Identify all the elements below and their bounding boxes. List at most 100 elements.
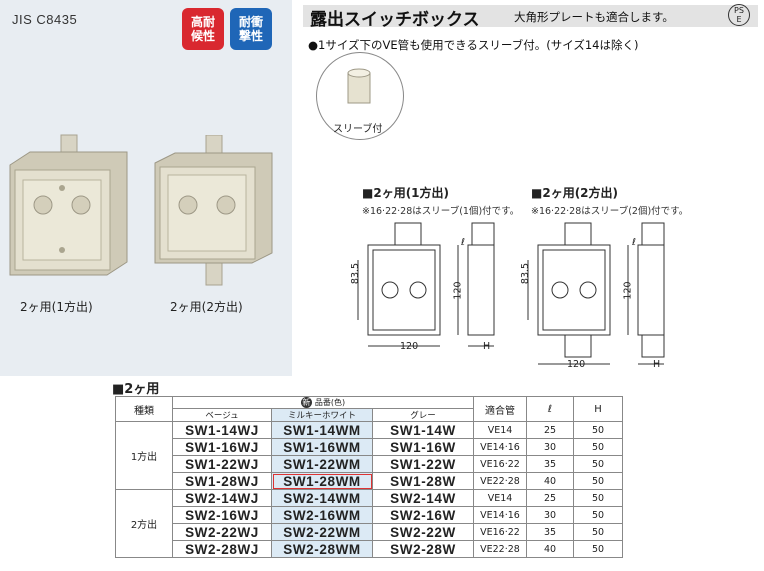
gray-cell: SW2-22W xyxy=(372,523,474,541)
drawing-1-depth: 120 xyxy=(452,281,464,300)
header-part-no: 新品番(色) xyxy=(172,396,474,409)
pipe-cell: VE22·28 xyxy=(473,540,527,558)
drawing-one-way xyxy=(357,222,495,347)
beige-cell: SW1-14WJ xyxy=(172,421,272,439)
box-one-way-image xyxy=(9,134,128,276)
header-part-no-label: 品番(色) xyxy=(314,398,346,407)
drawing-2-title: ■2ヶ用(2方出) xyxy=(531,186,619,200)
table-section-title: ■2ヶ用 xyxy=(112,382,160,397)
drawing-1-l: ℓ xyxy=(461,237,465,248)
h-cell: 50 xyxy=(573,472,623,490)
beige-cell: SW2-28WJ xyxy=(172,540,272,558)
sleeve-note: ●1サイズ下のVE管も使用できるスリーブ付。(サイズ14は除く) xyxy=(308,38,639,52)
badge-heat-text: 高耐 候性 xyxy=(190,15,215,43)
drawing-1-height: 83.5 xyxy=(350,262,362,285)
h-cell: 50 xyxy=(573,506,623,524)
gray-cell: SW1-16W xyxy=(372,438,474,456)
page-title: 露出スイッチボックス xyxy=(310,10,480,30)
gray-cell: SW1-28W xyxy=(372,472,474,490)
new-badge-icon: 新 xyxy=(300,397,312,408)
caption-two-way: 2ヶ用(2方出) xyxy=(170,300,243,314)
product-photo-panel: JIS C8435 高耐 候性 耐衝 撃性 2ヶ用(1方出) 2ヶ用(2方出) xyxy=(0,0,292,376)
pse-mark-icon: PS E xyxy=(728,4,750,26)
kind-cell: 1方出 xyxy=(115,421,173,490)
badge-impact-text: 耐衝 撃性 xyxy=(238,15,263,43)
drawing-2-h: H xyxy=(653,359,661,370)
sleeve-callout xyxy=(316,52,404,140)
drawing-2-l: ℓ xyxy=(632,237,636,248)
milky-cell: SW1-28WM xyxy=(271,472,373,490)
l-cell: 30 xyxy=(526,506,574,524)
h-cell: 50 xyxy=(573,489,623,507)
beige-cell: SW1-28WJ xyxy=(172,472,272,490)
milky-cell: SW1-16WM xyxy=(271,438,373,456)
milky-cell: SW2-22WM xyxy=(271,523,373,541)
beige-cell: SW1-16WJ xyxy=(172,438,272,456)
milky-cell: SW2-28WM xyxy=(271,540,373,558)
header-gray: グレー xyxy=(372,408,474,422)
h-cell: 50 xyxy=(573,455,623,473)
header-milky: ミルキーホワイト xyxy=(271,408,373,422)
gray-cell: SW2-28W xyxy=(372,540,474,558)
header-l: ℓ xyxy=(526,396,574,422)
pse-text: PS E xyxy=(734,6,744,24)
impact-resistant-badge: 耐衝 撃性 xyxy=(230,8,272,50)
pipe-cell: VE16·22 xyxy=(473,455,527,473)
gray-cell: SW1-22W xyxy=(372,455,474,473)
l-cell: 25 xyxy=(526,489,574,507)
milky-cell: SW1-22WM xyxy=(271,455,373,473)
drawing-2-note: ※16·22·28はスリーブ(2個)付です。 xyxy=(531,206,689,217)
l-cell: 25 xyxy=(526,421,574,439)
h-cell: 50 xyxy=(573,523,623,541)
jis-standard: JIS C8435 xyxy=(12,12,78,27)
page-subtitle: 大角形プレートも適合します。 xyxy=(514,10,674,24)
beige-cell: SW2-14WJ xyxy=(172,489,272,507)
title-bar xyxy=(303,5,758,27)
kind-cell: 2方出 xyxy=(115,489,173,558)
h-cell: 50 xyxy=(573,438,623,456)
sleeve-icon xyxy=(347,68,371,104)
drawing-1-note: ※16·22·28はスリーブ(1個)付です。 xyxy=(362,206,520,217)
l-cell: 35 xyxy=(526,455,574,473)
l-cell: 40 xyxy=(526,472,574,490)
gray-cell: SW1-14W xyxy=(372,421,474,439)
drawing-2-width: 120 xyxy=(567,359,586,370)
beige-cell: SW2-16WJ xyxy=(172,506,272,524)
milky-cell: SW2-14WM xyxy=(271,489,373,507)
pipe-cell: VE22·28 xyxy=(473,472,527,490)
caption-one-way: 2ヶ用(1方出) xyxy=(20,300,93,314)
pipe-cell: VE14·16 xyxy=(473,506,527,524)
drawing-1-title: ■2ヶ用(1方出) xyxy=(362,186,450,200)
drawing-1-h: H xyxy=(483,341,491,352)
drawing-2-height: 83.5 xyxy=(520,262,532,285)
drawing-1-width: 120 xyxy=(400,341,419,352)
drawing-2-depth: 120 xyxy=(622,281,634,300)
header-kind: 種類 xyxy=(115,396,173,422)
l-cell: 35 xyxy=(526,523,574,541)
l-cell: 30 xyxy=(526,438,574,456)
beige-cell: SW1-22WJ xyxy=(172,455,272,473)
header-beige: ベージュ xyxy=(172,408,272,422)
pipe-cell: VE16·22 xyxy=(473,523,527,541)
h-cell: 50 xyxy=(573,421,623,439)
box-two-way-image xyxy=(154,135,273,286)
header-h: H xyxy=(573,396,623,422)
beige-cell: SW2-22WJ xyxy=(172,523,272,541)
sleeve-label: スリーブ付 xyxy=(333,124,383,135)
gray-cell: SW2-16W xyxy=(372,506,474,524)
header-pipe: 適合管 xyxy=(473,396,527,422)
milky-cell: SW1-14WM xyxy=(271,421,373,439)
gray-cell: SW2-14W xyxy=(372,489,474,507)
pipe-cell: VE14 xyxy=(473,421,527,439)
l-cell: 40 xyxy=(526,540,574,558)
milky-cell: SW2-16WM xyxy=(271,506,373,524)
